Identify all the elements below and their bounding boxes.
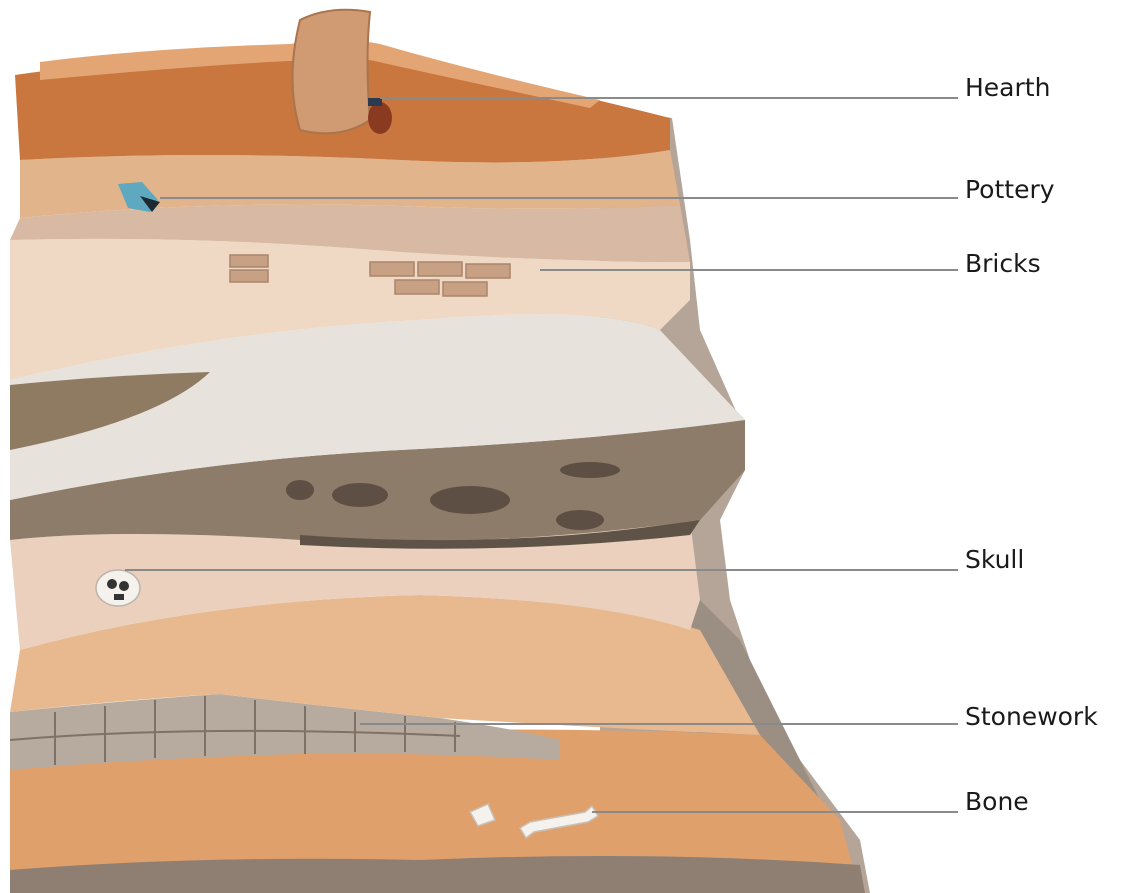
label-bone: Bone <box>965 787 1029 816</box>
label-stonework: Stonework <box>965 702 1098 731</box>
label-bricks: Bricks <box>965 249 1041 278</box>
skull-artifact <box>96 570 140 606</box>
hearth-stone-stack <box>293 10 371 134</box>
label-pottery: Pottery <box>965 175 1055 204</box>
label-hearth: Hearth <box>965 73 1050 102</box>
label-skull: Skull <box>965 545 1024 574</box>
